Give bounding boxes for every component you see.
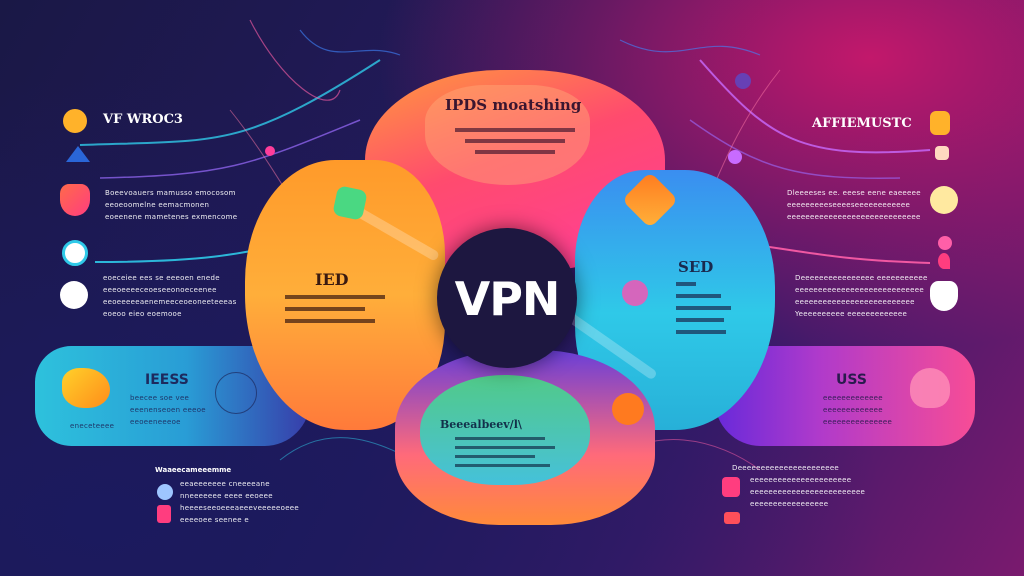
pink-device-icon bbox=[722, 477, 740, 497]
orange-badge-icon bbox=[63, 109, 87, 133]
left-header-title: VF WROC3 bbox=[103, 112, 183, 127]
lock-sketch-icon bbox=[215, 372, 257, 414]
left-petal-title: IED bbox=[315, 270, 349, 289]
bird-icon bbox=[60, 281, 88, 309]
bottom-petal-text bbox=[455, 437, 555, 467]
globe-icon bbox=[62, 240, 88, 266]
stack-icon bbox=[157, 505, 171, 523]
top-petal-title: IPDS moatshing bbox=[445, 96, 582, 114]
left-footer-title: Waaeecameeemme bbox=[155, 466, 232, 474]
mountain-icon bbox=[66, 146, 90, 162]
left-footer-text: eeaeeeeeee cneeeeane nneeeeeee eeee eeoe… bbox=[180, 480, 300, 524]
left-petal-text bbox=[285, 295, 385, 323]
shield-blob-icon bbox=[62, 368, 110, 408]
purple-shield-icon bbox=[930, 281, 958, 311]
left-card-title: IEESS bbox=[145, 372, 189, 388]
bottom-petal-title: Beeealbeev/l\ bbox=[440, 418, 522, 431]
right-header-title: AFFIEMUSTC bbox=[812, 116, 912, 131]
pink-glow-icon bbox=[622, 280, 648, 306]
pink-pin-icon bbox=[938, 253, 950, 269]
shield-icon bbox=[60, 184, 90, 216]
left-card-text: beecee soe vee eeenenseoen eeeoe eeoeene… bbox=[130, 394, 206, 426]
right-footer-text: Deeeeeeeeeeeeeeeeeeeeee eeeeeeeeeeeeeeee… bbox=[732, 464, 866, 508]
purple-orb-icon bbox=[735, 73, 751, 89]
left-row1-text: Boeevoauers mamusso emocosom eeoeoomelne… bbox=[105, 189, 238, 221]
right-row2-text: Deeeeeeeeeeeeeeee eeeeeeeeeee eeeeeeeeee… bbox=[795, 274, 928, 318]
person-shape-icon bbox=[910, 368, 950, 408]
right-petal-text bbox=[676, 282, 731, 334]
top-petal-inner bbox=[425, 85, 590, 185]
red-chip-icon bbox=[724, 512, 740, 524]
orange-coin-icon bbox=[612, 393, 644, 425]
right-petal-title: SED bbox=[678, 258, 714, 276]
magenta-orb-icon bbox=[265, 146, 275, 156]
pink-orb-icon bbox=[728, 150, 742, 164]
pink-lamp-icon bbox=[938, 236, 952, 250]
top-petal-text bbox=[455, 128, 575, 154]
right-row1-text: Dleeeeses ee. eeese eene eaeeeee eeeeeee… bbox=[787, 189, 921, 221]
right-card-title: USS bbox=[836, 372, 867, 388]
planet-icon bbox=[157, 484, 173, 500]
left-row2-text: eoeceiee ees se eeeoen enede eeeoeeeeceo… bbox=[103, 274, 237, 318]
vpn-title: VPN bbox=[454, 272, 561, 326]
burger-icon bbox=[935, 146, 949, 160]
orange-tag-icon bbox=[930, 111, 950, 135]
left-card-footnote: eneceteeee bbox=[70, 422, 115, 430]
star-badge-icon bbox=[930, 186, 958, 214]
right-card-text: eeeeeeeeeeeee eeeeeeeeeeeee eeeeeeeeeeee… bbox=[823, 394, 893, 426]
vpn-center-disc[interactable] bbox=[437, 228, 577, 368]
